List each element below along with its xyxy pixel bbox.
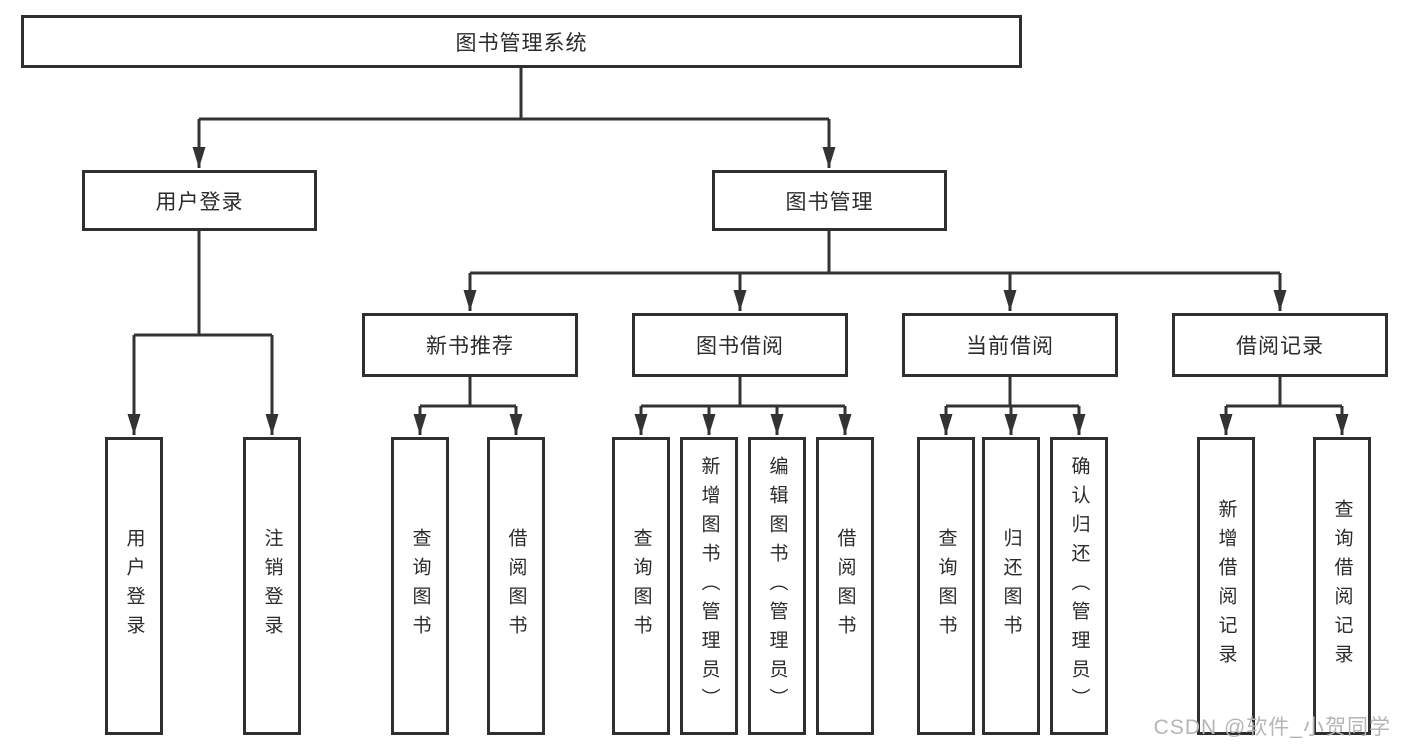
- node-root: 图书管理系统: [21, 15, 1022, 68]
- leaf-borrow-query: 查询图书: [612, 437, 670, 735]
- connector-arrows: [127, 119, 1349, 435]
- node-borrow-records: 借阅记录: [1172, 313, 1388, 377]
- leaf-user-login: 用户登录: [105, 437, 163, 735]
- node-current-borrow: 当前借阅: [902, 313, 1118, 377]
- leaf-records-query: 查询借阅记录: [1313, 437, 1371, 735]
- node-book-management: 图书管理: [712, 170, 947, 231]
- leaf-current-query: 查询图书: [917, 437, 975, 735]
- leaf-borrow-edit-admin: 编辑图书（管理员）: [748, 437, 806, 735]
- leaf-borrow-borrow: 借阅图书: [816, 437, 874, 735]
- connector-stems: [134, 68, 1342, 408]
- node-new-book-recommend: 新书推荐: [362, 313, 578, 377]
- leaf-current-confirm-admin: 确认归还（管理员）: [1050, 437, 1108, 735]
- leaf-records-add: 新增借阅记录: [1197, 437, 1255, 735]
- leaf-newbook-borrow: 借阅图书: [487, 437, 545, 735]
- leaf-borrow-add-admin: 新增图书（管理员）: [680, 437, 738, 735]
- node-book-borrow: 图书借阅: [632, 313, 848, 377]
- leaf-newbook-query: 查询图书: [391, 437, 449, 735]
- leaf-current-return: 归还图书: [982, 437, 1040, 735]
- leaf-logout: 注销登录: [243, 437, 301, 735]
- csdn-watermark: CSDN @软件_小贺同学: [1153, 716, 1391, 739]
- node-user-login: 用户登录: [82, 170, 317, 231]
